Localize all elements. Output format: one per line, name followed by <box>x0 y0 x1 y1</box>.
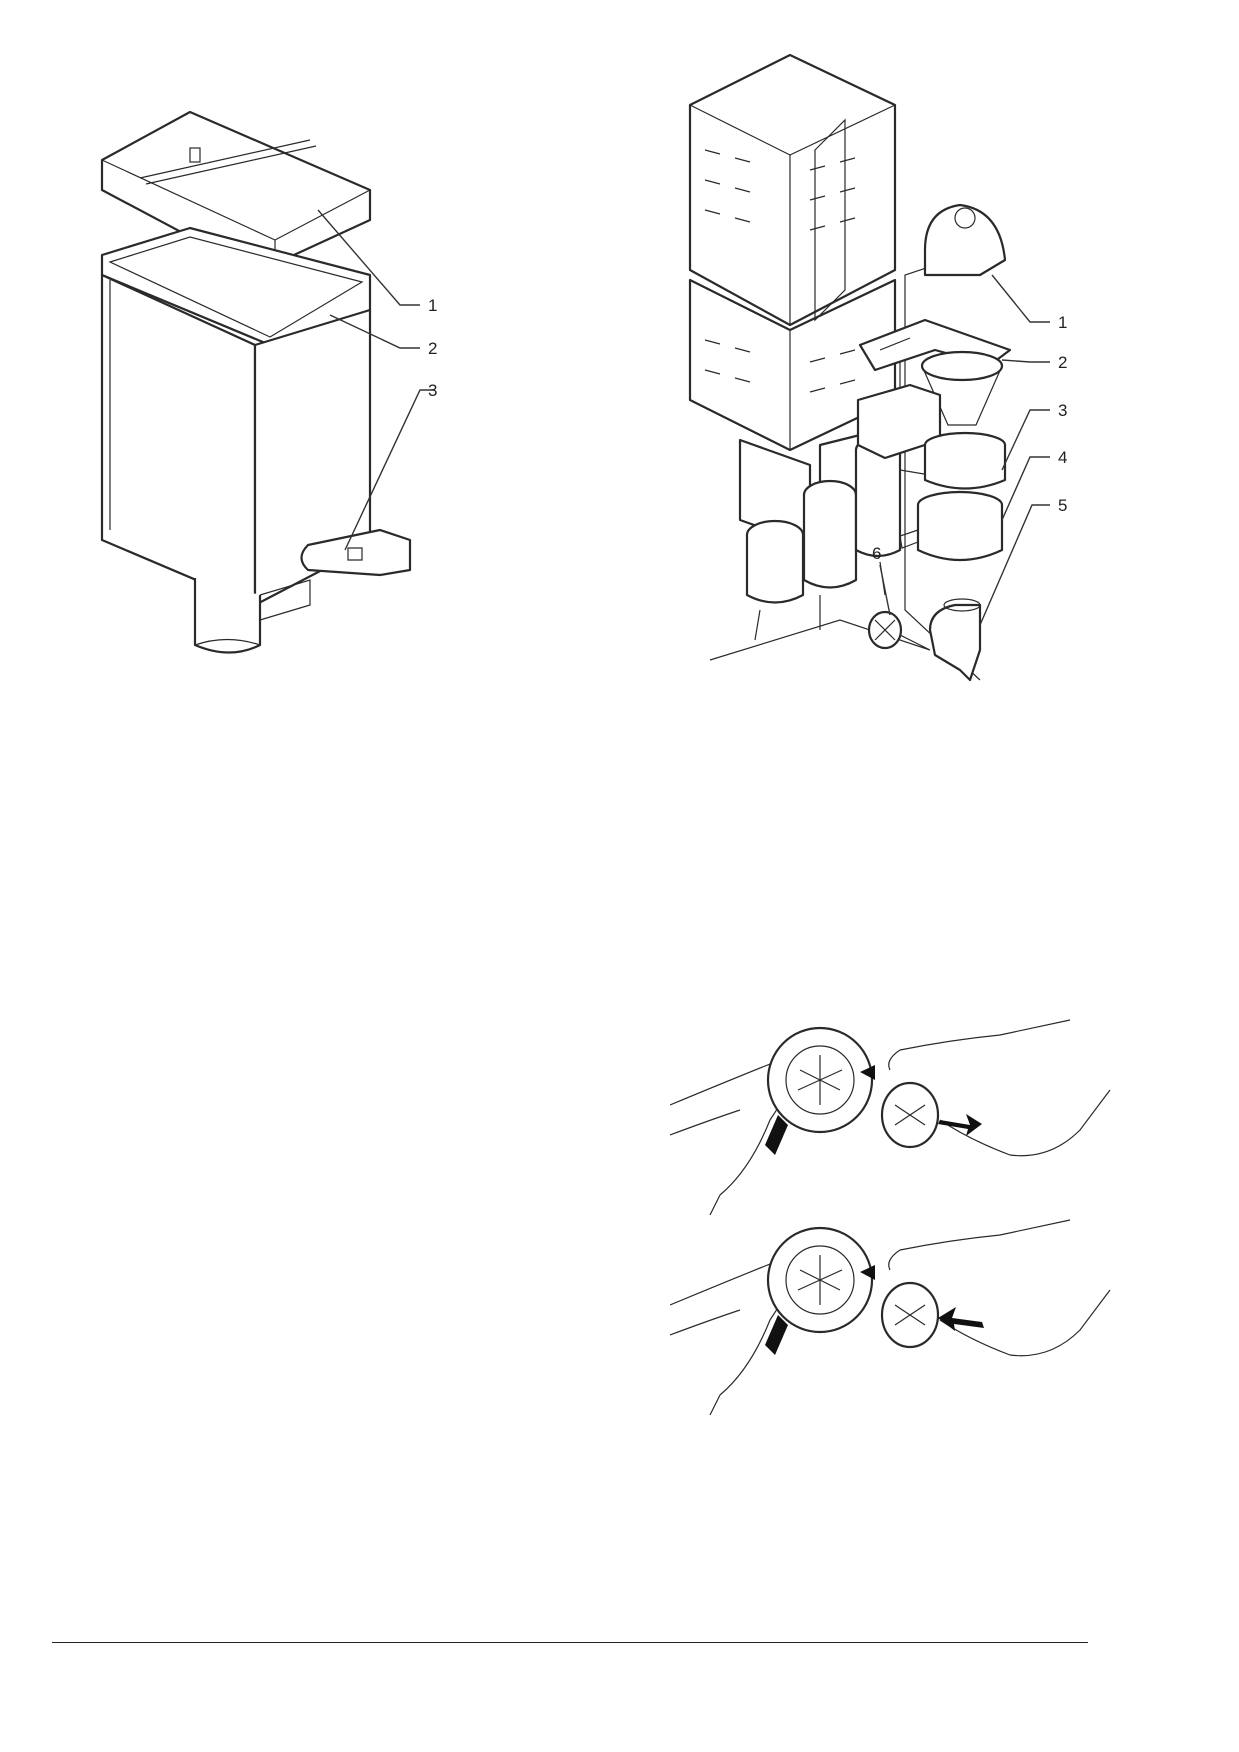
callout-2: 2 <box>1058 353 1067 372</box>
callout-2: 2 <box>428 339 437 358</box>
impeller-removal-figure <box>670 1019 1111 1416</box>
callout-3: 3 <box>1058 401 1067 420</box>
callout-6: 6 <box>872 544 881 563</box>
exploded-parts <box>856 203 1012 682</box>
footer-rule <box>52 1642 1088 1643</box>
canister-figure: 1 2 3 <box>100 110 437 654</box>
callout-4: 4 <box>1058 448 1067 467</box>
canister-drawing <box>100 110 412 654</box>
callout-5: 5 <box>1058 496 1067 515</box>
callout-leaders <box>317 209 435 551</box>
callout-1: 1 <box>428 296 437 315</box>
removal-step-panel <box>670 1019 1111 1216</box>
callout-leaders <box>879 274 1050 626</box>
insertion-step-panel <box>670 1219 1111 1416</box>
callout-3: 3 <box>428 381 437 400</box>
machine-drawing <box>688 53 961 661</box>
callout-1: 1 <box>1058 313 1067 332</box>
mixing-unit-figure: 1 2 3 4 5 6 <box>688 53 1067 682</box>
